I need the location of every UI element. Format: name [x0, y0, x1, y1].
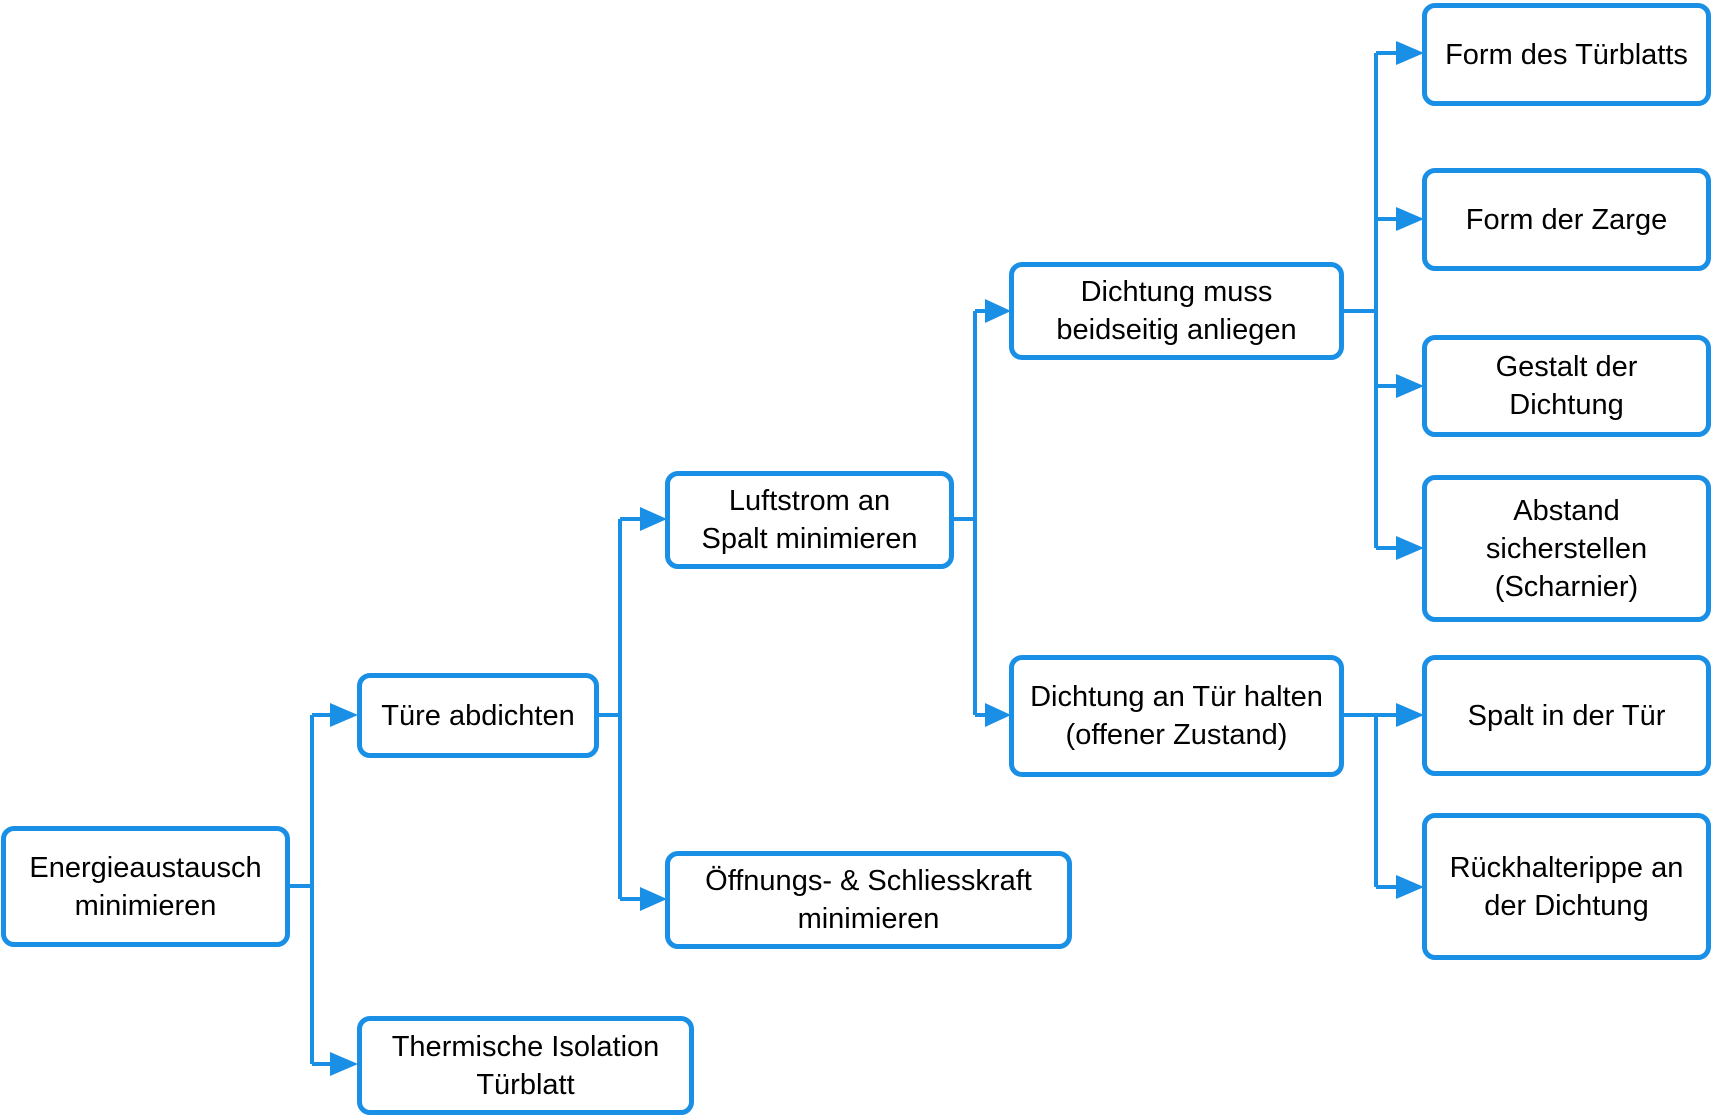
arrowhead-thermische-isolation	[330, 1052, 358, 1076]
node-oeffnungskraft: Öffnungs- & Schliesskraft minimieren	[665, 851, 1072, 949]
node-form-zarge: Form der Zarge	[1422, 168, 1711, 271]
arrowhead-dichtung-halten	[985, 703, 1011, 727]
arrowhead-gestalt-dichtung	[1396, 374, 1424, 398]
node-thermische-isolation: Thermische Isolation Türblatt	[357, 1016, 694, 1115]
arrowhead-dichtung-beidseitig	[985, 299, 1011, 323]
arrowhead-tuere-abdichten	[330, 703, 358, 727]
arrowhead-oeffnungskraft	[640, 887, 667, 911]
arrowhead-rueckhalterippe	[1396, 875, 1424, 899]
node-tuere-abdichten: Türe abdichten	[357, 673, 599, 758]
node-gestalt-dichtung: Gestalt der Dichtung	[1422, 335, 1711, 437]
node-spalt-tuer: Spalt in der Tür	[1422, 655, 1711, 776]
arrowhead-form-tuerblatt	[1396, 41, 1424, 65]
arrowhead-form-zarge	[1396, 207, 1424, 231]
node-rueckhalterippe: Rückhalterippe an der Dichtung	[1422, 813, 1711, 960]
node-form-tuerblatt: Form des Türblatts	[1422, 3, 1711, 106]
node-luftstrom: Luftstrom an Spalt minimieren	[665, 471, 954, 569]
node-abstand: Abstand sicherstellen (Scharnier)	[1422, 475, 1711, 622]
node-dichtung-halten: Dichtung an Tür halten (offener Zustand)	[1009, 655, 1344, 777]
node-dichtung-beidseitig: Dichtung muss beidseitig anliegen	[1009, 262, 1344, 360]
arrowhead-abstand	[1396, 536, 1424, 560]
arrowhead-luftstrom	[640, 507, 667, 531]
node-energieaustausch: Energieaustausch minimieren	[1, 826, 290, 947]
arrowhead-spalt-tuer	[1396, 703, 1424, 727]
